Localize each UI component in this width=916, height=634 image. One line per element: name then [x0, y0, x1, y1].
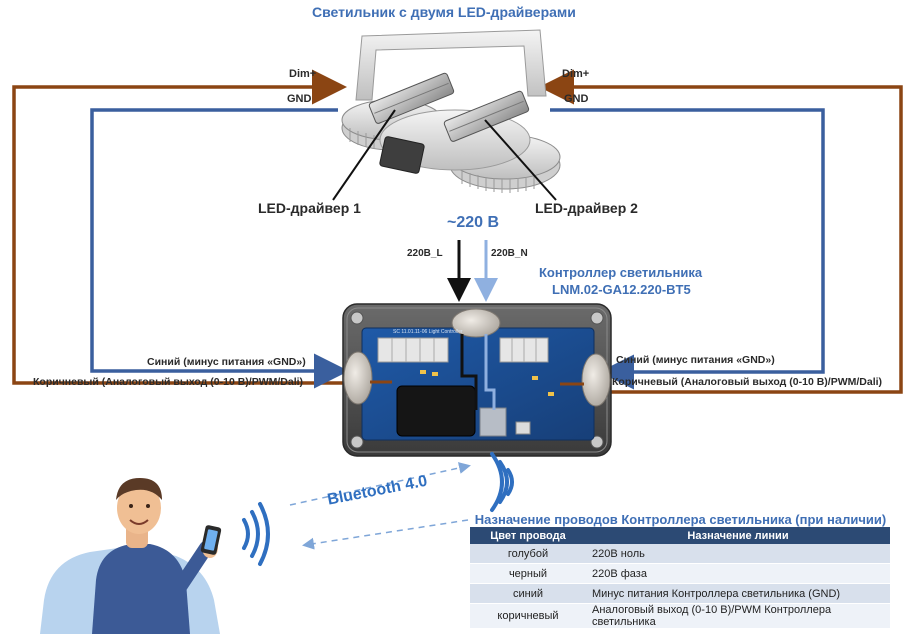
table-cell-purpose: 220В фаза	[586, 563, 890, 584]
brown-wire-left	[12, 69, 347, 385]
table-cell-purpose: Минус питания Контроллера светильника (G…	[586, 583, 890, 604]
wire-table: Цвет провода Назначение линии голубой 22…	[470, 527, 890, 629]
table-cell-purpose: 220В ноль	[586, 544, 890, 564]
table-row: коричневый Аналоговый выход (0-10 В)/PWM…	[470, 603, 890, 629]
controller-box	[342, 303, 612, 457]
table-row: черный 220В фаза	[470, 563, 890, 584]
table-cell-purpose: Аналоговый выход (0-10 В)/PWM Контроллер…	[586, 603, 890, 629]
line-l-label: 220В_L	[407, 248, 443, 259]
table-row: синий Минус питания Контроллера светильн…	[470, 583, 890, 604]
right-wires	[539, 69, 903, 394]
table-cell-color: коричневый	[470, 603, 586, 629]
table-header-color: Цвет провода	[470, 527, 586, 544]
blue-wire-left	[90, 108, 349, 389]
person-illustration	[40, 478, 222, 634]
led-driver-1-label: LED-драйвер 1	[258, 200, 361, 216]
dim-label-left: Dim+	[289, 68, 317, 80]
table-cell-color: голубой	[470, 544, 586, 564]
bluetooth-link-up	[289, 462, 471, 506]
bluetooth-link-down	[302, 519, 469, 550]
controller-title-line2: LNM.02-GA12.220-BT5	[552, 282, 691, 297]
dim-label-right: Dim+	[562, 68, 590, 80]
line-n-label: 220В_N	[491, 248, 528, 259]
bluetooth-waves-controller	[490, 452, 514, 512]
diagram-title: Светильник с двумя LED-драйверами	[312, 4, 576, 20]
blue-wire-right	[550, 108, 825, 390]
table-cell-color: синий	[470, 583, 586, 604]
wire-label-blue-right: Синий (минус питания «GND»)	[616, 354, 775, 366]
pcb-label: SC 11.01.11-06 Light Controller	[393, 329, 463, 335]
wire-label-brown-right: Коричневый (Аналоговый выход (0-10 В)/PW…	[612, 376, 883, 388]
wire-table-title: Назначение проводов Контроллера светильн…	[474, 512, 887, 527]
table-header-row: Цвет провода Назначение линии	[470, 527, 890, 544]
table-cell-color: черный	[470, 563, 586, 584]
led-driver-2-label: LED-драйвер 2	[535, 200, 638, 216]
table-row: голубой 220В ноль	[470, 544, 890, 564]
wire-label-brown-left: Коричневый (Аналоговый выход (0-10 В)/PW…	[33, 376, 304, 388]
lamp-illustration	[341, 29, 561, 193]
bluetooth-waves-phone	[242, 502, 270, 566]
table-header-purpose: Назначение линии	[586, 527, 890, 544]
led-driver-1-shape	[368, 72, 455, 124]
voltage-label: ~220 В	[447, 214, 500, 231]
gnd-label-right: GND	[564, 93, 589, 105]
driver-1-pointer	[332, 109, 396, 201]
gnd-label-left: GND	[287, 93, 312, 105]
brown-wire-right	[539, 69, 903, 394]
left-wires	[12, 69, 349, 389]
wire-label-blue-left: Синий (минус питания «GND»)	[147, 356, 306, 368]
driver-2-pointer	[484, 119, 557, 201]
controller-title-line1: Контроллер светильника	[539, 265, 703, 280]
